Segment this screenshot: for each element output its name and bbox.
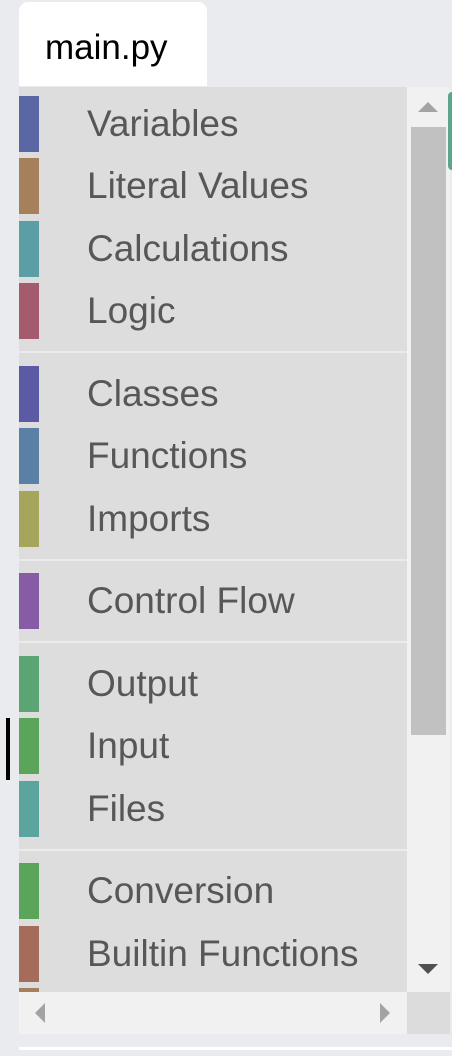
category-color-swatch	[19, 926, 39, 982]
toolbox-category-classes[interactable]: Classes	[19, 366, 407, 422]
toolbox-category-control-flow[interactable]: Control Flow	[19, 573, 407, 629]
toolbox-category-files[interactable]: Files	[19, 781, 407, 837]
category-label: Conversion	[87, 870, 275, 911]
category-label: Literal Values	[87, 165, 309, 206]
scroll-down-arrow-icon[interactable]	[418, 964, 438, 974]
category-color-swatch	[19, 988, 39, 992]
toolbox-category-conversion[interactable]: Conversion	[19, 863, 407, 919]
category-separator	[19, 351, 407, 353]
category-label: Classes	[87, 373, 219, 414]
vertical-scrollbar-thumb[interactable]	[411, 127, 446, 735]
category-color-swatch	[19, 366, 39, 422]
category-label: Files	[87, 788, 166, 829]
toolbox-category-list: Variables Literal Values Calculations Lo…	[19, 87, 407, 992]
category-color-swatch	[19, 718, 39, 774]
category-label: Logic	[87, 290, 176, 331]
category-label: Imports	[87, 498, 211, 539]
scroll-right-arrow-icon[interactable]	[380, 1003, 390, 1023]
toolbox-category-imports[interactable]: Imports	[19, 491, 407, 547]
toolbox-category-input[interactable]: Input	[19, 718, 407, 774]
horizontal-scrollbar[interactable]	[19, 992, 407, 1034]
toolbox-category-calculations[interactable]: Calculations	[19, 221, 407, 277]
category-label: Calculations	[87, 228, 289, 269]
category-separator	[19, 641, 407, 643]
workspace-block-edge	[448, 92, 452, 170]
category-label: Input	[87, 725, 170, 766]
scroll-left-arrow-icon[interactable]	[35, 1003, 45, 1023]
category-color-swatch	[19, 491, 39, 547]
category-separator	[19, 559, 407, 561]
toolbox-category-builtin-functions[interactable]: Builtin Functions	[19, 926, 407, 982]
category-color-swatch	[19, 96, 39, 152]
toolbox-category-output[interactable]: Output	[19, 656, 407, 712]
category-label: Variables	[87, 103, 239, 144]
toolbox-category-functions[interactable]: Functions	[19, 428, 407, 484]
scroll-up-arrow-icon[interactable]	[418, 102, 438, 112]
category-color-swatch	[19, 573, 39, 629]
vertical-scrollbar[interactable]	[407, 87, 450, 992]
category-label: Control Flow	[87, 580, 295, 621]
scrollbar-corner	[407, 992, 450, 1034]
toolbox-category-logic[interactable]: Logic	[19, 283, 407, 339]
toolbox-category-partial[interactable]	[19, 988, 407, 992]
category-color-swatch	[19, 221, 39, 277]
category-color-swatch	[19, 283, 39, 339]
category-color-swatch	[19, 428, 39, 484]
text-cursor	[6, 718, 10, 780]
category-color-swatch	[19, 781, 39, 837]
category-color-swatch	[19, 656, 39, 712]
category-label: Builtin Functions	[87, 933, 359, 974]
category-label: Functions	[87, 435, 248, 476]
category-color-swatch	[19, 158, 39, 214]
category-separator	[19, 849, 407, 851]
bottom-divider	[19, 1047, 452, 1050]
category-label: Output	[87, 663, 199, 704]
tab-label: main.py	[45, 28, 168, 67]
toolbox-category-literal-values[interactable]: Literal Values	[19, 158, 407, 214]
toolbox-category-variables[interactable]: Variables	[19, 96, 407, 152]
category-color-swatch	[19, 863, 39, 919]
tab-main-py[interactable]: main.py	[19, 2, 207, 86]
